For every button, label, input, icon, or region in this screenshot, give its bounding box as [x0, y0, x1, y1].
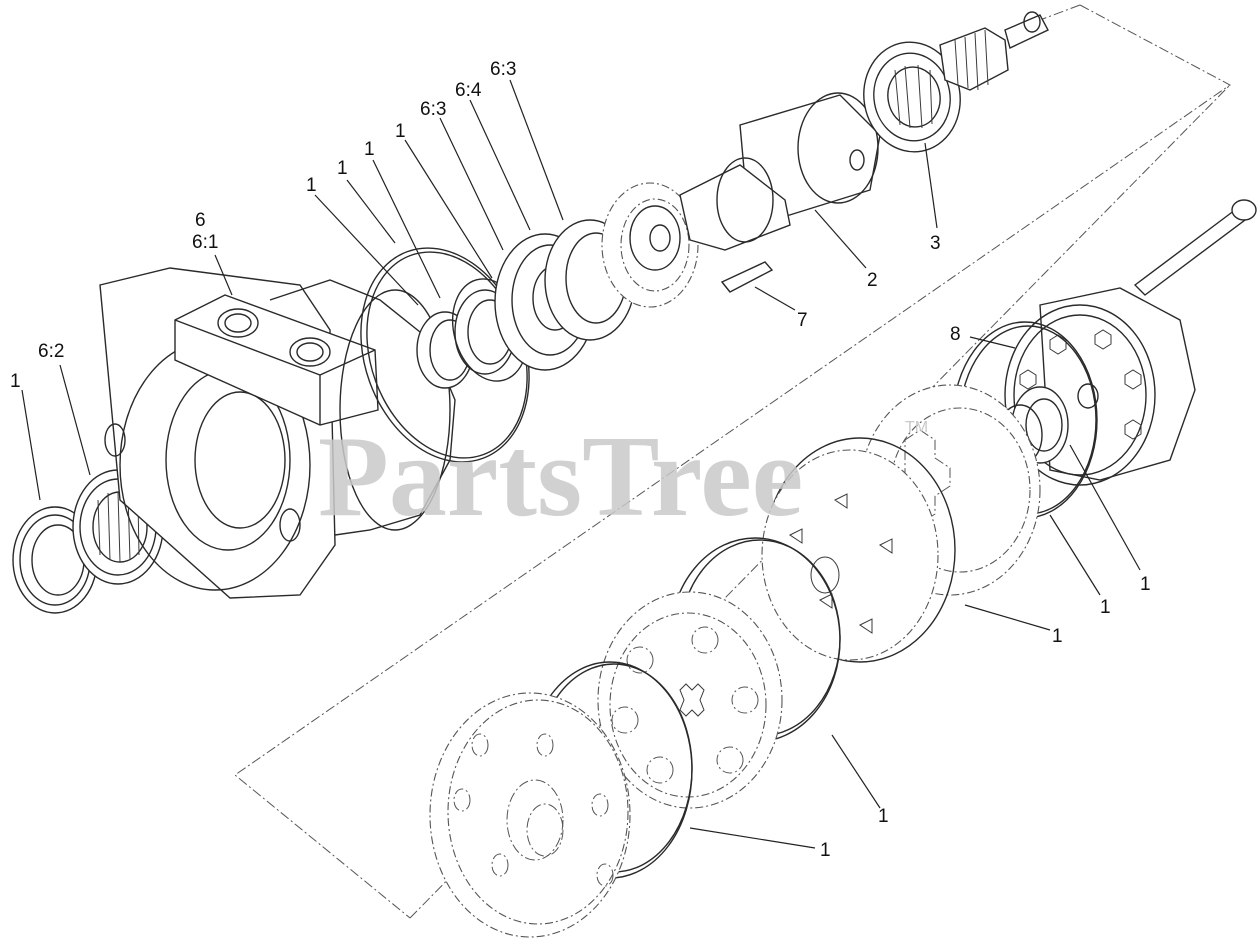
callout-8[interactable]: 8 — [950, 324, 961, 345]
watermark-trademark: TM — [905, 419, 928, 436]
callout-6-2[interactable]: 6:2 — [38, 341, 64, 362]
watermark-brand: PartsTree — [318, 413, 803, 541]
callout-1-f[interactable]: 1 — [1100, 597, 1111, 618]
callout-3[interactable]: 3 — [930, 233, 941, 254]
callout-1-a[interactable]: 1 — [306, 175, 317, 196]
callout-1-front-seal[interactable]: 1 — [10, 371, 21, 392]
callout-2[interactable]: 2 — [867, 270, 878, 291]
callout-6-3-b[interactable]: 6:3 — [490, 59, 516, 80]
motor-housing[interactable] — [99, 267, 456, 599]
callout-1-c[interactable]: 1 — [364, 139, 375, 160]
callout-6[interactable]: 6 — [195, 210, 206, 231]
callout-1-b[interactable]: 1 — [337, 158, 348, 179]
gerotor-rotor — [597, 591, 783, 809]
output-shaft[interactable] — [629, 92, 881, 271]
dashed-bearing — [601, 182, 699, 308]
valve-plate — [761, 437, 956, 663]
callout-1-e[interactable]: 1 — [1140, 574, 1151, 595]
splined-shaft-end[interactable] — [939, 11, 1049, 91]
roller-bearing[interactable] — [855, 35, 969, 160]
shaft-key[interactable] — [720, 261, 774, 293]
callout-6-3-a[interactable]: 6:3 — [420, 99, 446, 120]
callout-6-4[interactable]: 6:4 — [455, 80, 482, 101]
callout-1-d[interactable]: 1 — [395, 121, 406, 142]
end-cap[interactable] — [1004, 287, 1196, 486]
callout-7[interactable]: 7 — [797, 310, 808, 331]
cap-screw[interactable] — [1133, 199, 1257, 296]
callout-1-h[interactable]: 1 — [878, 806, 889, 827]
manifold — [429, 692, 631, 938]
leader-lines — [21, 79, 1141, 849]
callout-6-1[interactable]: 6:1 — [192, 232, 218, 253]
callout-labels: 1 6:2 6 6:1 1 1 1 1 6:3 6:4 6:3 2 3 7 8 … — [10, 59, 1151, 861]
callout-1-i[interactable]: 1 — [820, 840, 831, 861]
callout-1-g[interactable]: 1 — [1052, 626, 1063, 647]
